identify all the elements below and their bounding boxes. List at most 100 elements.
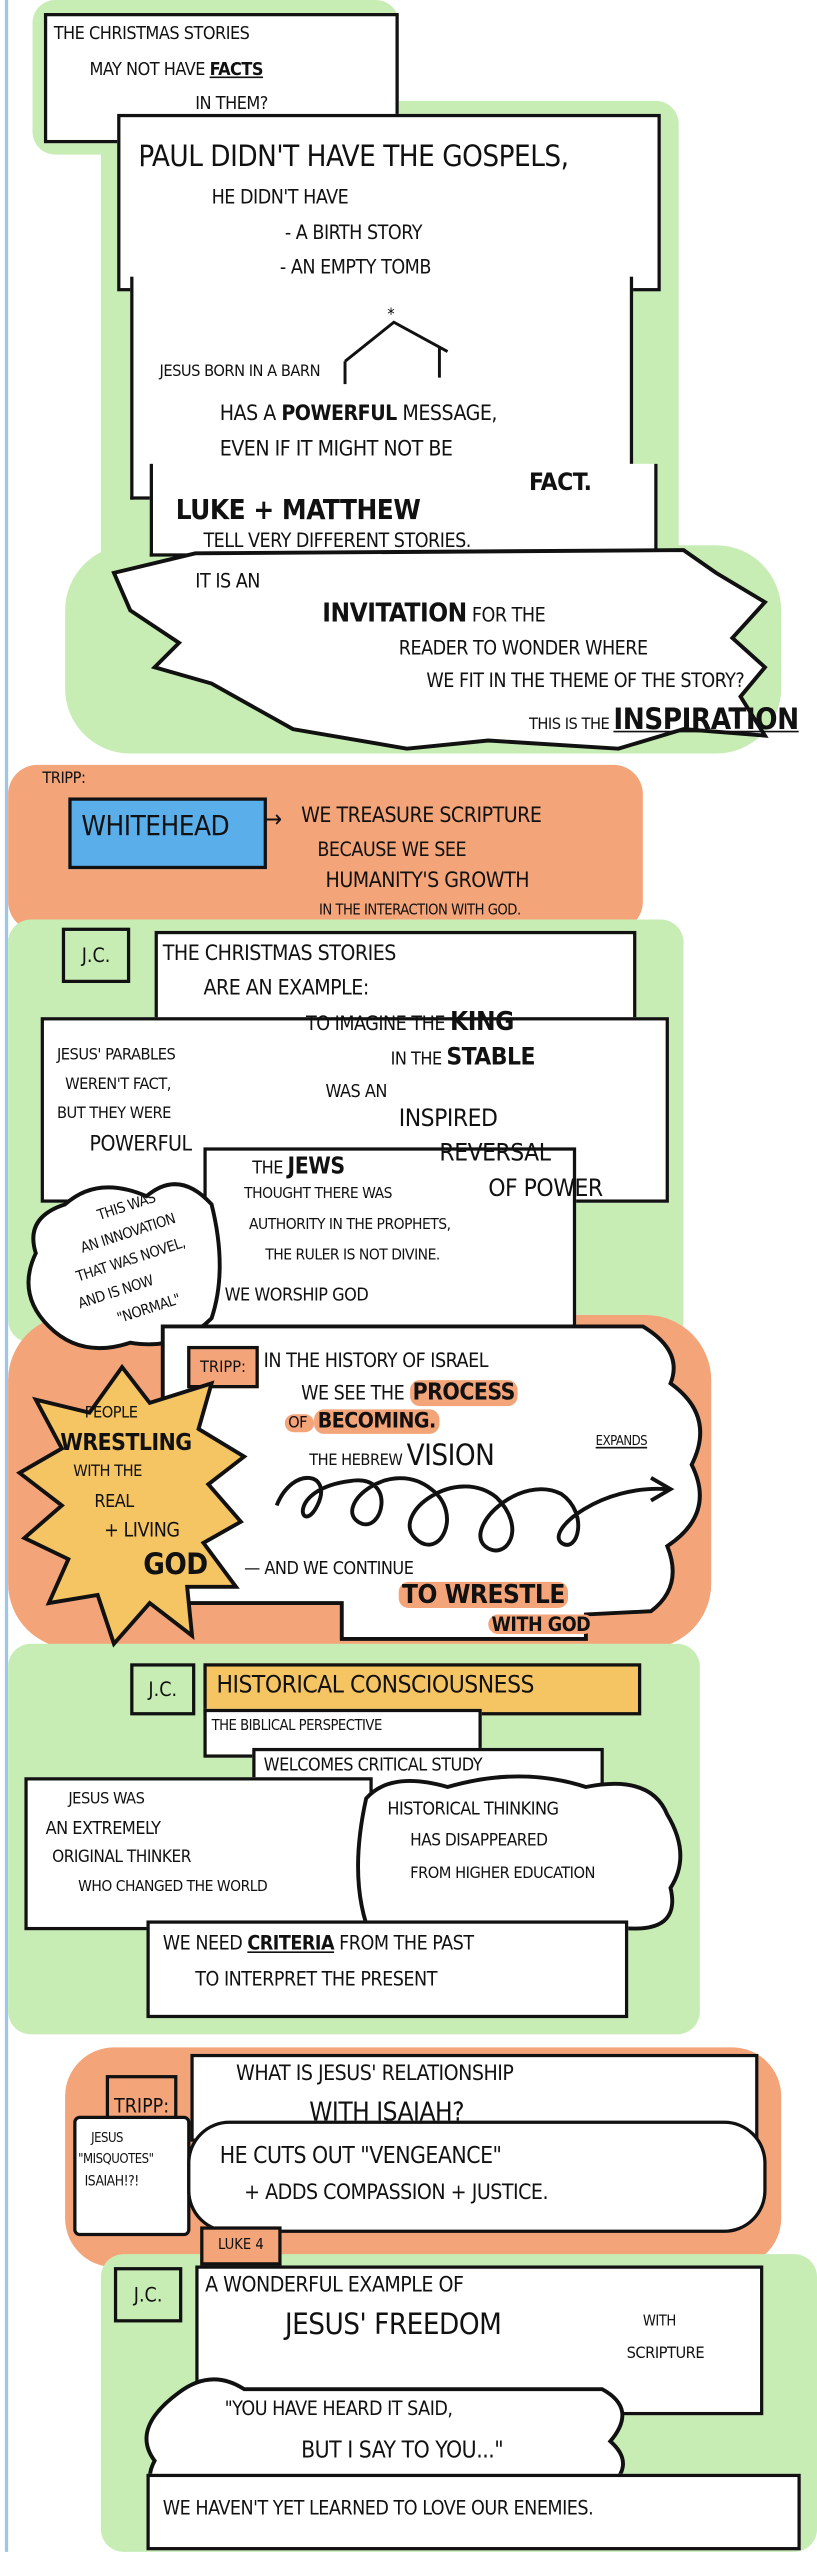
emphasis: STABLE [446,1041,536,1071]
jesus-line: ORIGINAL THINKER [52,1847,191,1867]
whitehead-line: HUMANITY'S GROWTH [325,869,530,894]
paul-sub: HE DIDN'T HAVE [211,185,349,209]
quote-line: BUT I SAY TO YOU..." [301,2437,504,2465]
quote-line: "YOU HAVE HEARD IT SAID, [224,2397,453,2421]
burst-line: WITH THE [73,1463,142,1482]
emphasis: CRITERIA [247,1931,335,1955]
parables-line: POWERFUL [89,1132,193,1158]
text: IN THE [390,1048,447,1070]
list-item: - AN EMPTY TOMB [279,255,431,279]
invitation-line: IT IS AN [195,569,260,593]
jews-line: WE WORSHIP GOD [224,1284,369,1306]
invitation-line: WE FIT IN THE THEME OF THE STORY? [426,668,745,692]
biblical-line: THE BIBLICAL PERSPECTIVE [211,1718,383,1735]
emphasis: FACTS [209,58,264,80]
speaker-label-jc: J.C. [130,1663,196,1716]
thinking-line: HAS DISAPPEARED [410,1830,548,1851]
intro-line: MAY NOT HAVE FACTS [90,60,264,78]
thinking-line: FROM HIGHER EDUCATION [410,1865,596,1884]
israel-line: — AND WE CONTINUE [244,1557,414,1579]
vengeance-box [187,2120,767,2233]
reversal-line: INSPIRED [398,1103,498,1133]
list-item: - A BIRTH STORY [284,221,423,245]
text: WE SEE THE [301,1381,410,1405]
closing-line: WE HAVEN'T YET LEARNED TO LOVE OUR ENEMI… [162,2496,594,2520]
burst-line: PEOPLE [84,1404,138,1423]
invitation-line: INVITATION FOR THE [322,600,546,627]
speaker-name: J.C. [148,1677,178,1701]
speaker-label-jc: J.C. [113,2267,183,2323]
text: WE NEED [162,1931,248,1955]
burst-line: + LIVING [104,1518,180,1542]
text: TO IMAGINE THE [305,1012,451,1036]
whitehead-box [68,797,267,870]
text: THE HEBREW [309,1451,407,1470]
svg-text:*: * [387,304,394,323]
isaiah-question-line: WITH ISAIAH? [309,2096,465,2128]
jews-line: THE RULER IS NOT DIVINE. [265,1246,440,1265]
luke-line: LUKE + MATTHEW [175,494,421,528]
jesus-line: AN EXTREMELY [45,1817,161,1840]
whitehead-line: WE TREASURE SCRIPTURE [301,803,542,829]
invitation-line: THIS IS THE INSPIRATION [529,706,799,735]
emphasis: BECOMING. [314,1409,440,1434]
parables-line: WEREN'T FACT, [65,1075,171,1094]
historical-consciousness-title: HISTORICAL CONSCIOUSNESS [216,1669,534,1700]
israel-line: IN THE HISTORY OF ISRAEL [263,1349,489,1372]
barn-box [130,276,634,500]
freedom-line: JESUS' FREEDOM [284,2307,502,2342]
intro-line: THE CHRISTMAS STORIES [53,22,250,44]
paul-box [117,113,661,292]
emphasis: KING [450,1005,514,1037]
barn-line: EVEN IF IT MIGHT NOT BE [219,437,453,463]
jews-line: THOUGHT THERE WAS [244,1184,392,1203]
criteria-box [146,1920,629,2019]
criteria-line: WE NEED CRITERIA FROM THE PAST [163,1933,474,1953]
isaiah-answer-line: + ADDS COMPASSION + JUSTICE. [244,2180,549,2206]
israel-line: TO WRESTLE [398,1581,569,1608]
emphasis: PROCESS [409,1380,519,1407]
isaiah-question-line: WHAT IS JESUS' RELATIONSHIP [235,2062,514,2087]
barn-line: FACT. [528,467,592,497]
barn-line: HAS A POWERFUL MESSAGE, [220,401,498,427]
whitehead-name: WHITEHEAD [81,810,230,844]
left-page-edge [4,0,8,2552]
speaker-label-jc: J.C. [61,927,131,984]
jews-line: AUTHORITY IN THE PROPHETS, [249,1215,451,1234]
text: MAY NOT HAVE [89,58,206,80]
isaiah-answer-line: HE CUTS OUT "VENGEANCE" [219,2143,502,2170]
text: FROM THE PAST [334,1931,474,1955]
misquotes-line: "MISQUOTES" [78,2151,154,2167]
speaker-name: TRIPP: [113,2094,170,2118]
israel-line: THE HEBREW VISION [309,1438,495,1473]
whitehead-line: BECAUSE WE SEE [317,838,467,861]
speaker-label-tripp: TRIPP: [187,1345,259,1389]
speaker-name: J.C. [133,2283,163,2307]
freedom-line: WITH [642,2314,676,2331]
barn-line: JESUS BORN IN A BARN [159,362,321,381]
burst-line: REAL [94,1490,134,1512]
burst-line: WRESTLING [60,1430,192,1457]
invitation-line: READER TO WONDER WHERE [398,636,648,660]
arrow-icon: → [263,803,282,834]
burst-line: GOD [143,1547,208,1582]
christmas-line: IN THE STABLE [390,1041,536,1071]
misquotes-line: ISAIAH!?! [84,2174,140,2191]
speaker-name: J.C. [81,943,111,967]
luke-4-reference: LUKE 4 [200,2226,282,2266]
jews-box [203,1147,577,1330]
thinking-line: HISTORICAL THINKING [387,1798,559,1820]
text: THE [252,1157,288,1179]
text: FOR THE [466,603,546,627]
text: MESSAGE, [396,401,497,427]
emphasis: VISION [406,1438,495,1473]
christmas-line: THE CHRISTMAS STORIES [162,942,397,967]
paul-headline: PAUL DIDN'T HAVE THE GOSPELS, [138,139,569,175]
misquotes-line: JESUS [91,2130,124,2146]
